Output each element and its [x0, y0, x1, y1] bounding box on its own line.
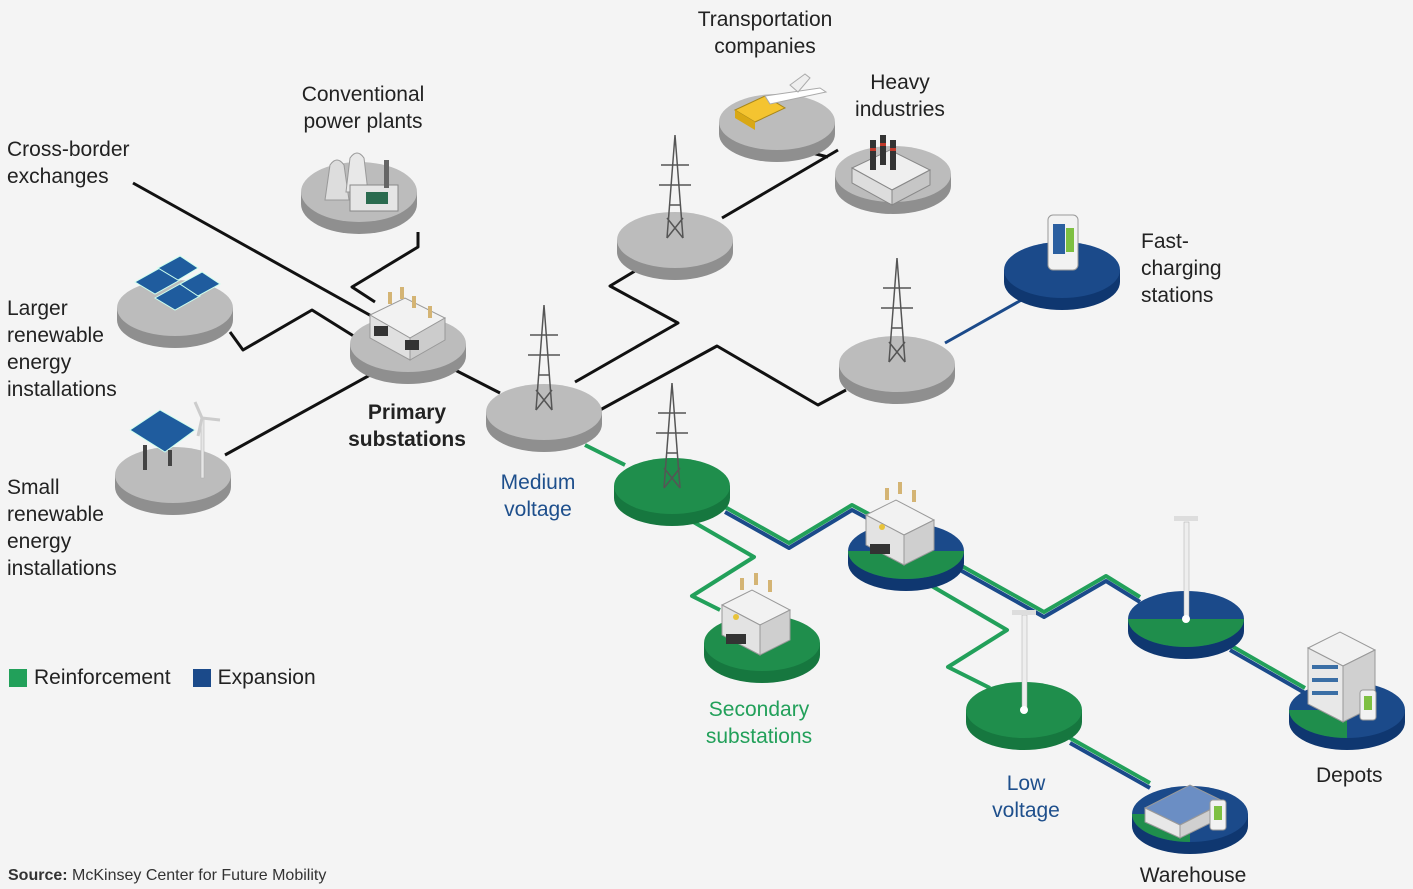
- legend-item-expansion: Expansion: [192, 666, 316, 690]
- source-prefix: Source:: [8, 867, 68, 884]
- disk-small-renewable: [115, 447, 231, 515]
- disk-green-tower: [614, 458, 730, 526]
- label-heavy: Heavy industries: [855, 71, 945, 121]
- legend-label-expansion: Expansion: [217, 666, 316, 689]
- mixed-substation-icon: [864, 482, 936, 566]
- line-green-mv-sub: [724, 503, 881, 545]
- source-text: McKinsey Center for Future Mobility: [67, 867, 327, 884]
- secondary-substation-icon: [720, 573, 792, 656]
- label-primary: Primary substations: [348, 401, 466, 451]
- label-conventional: Conventional power plants: [301, 83, 425, 133]
- line-small-renewable: [224, 373, 371, 457]
- line-larger-renewable: [228, 308, 361, 352]
- charging-station-icon: [1047, 214, 1079, 271]
- solar-wind-icon: [129, 401, 221, 479]
- disk-tower1: [617, 212, 733, 280]
- line-conventional: [350, 232, 420, 304]
- line-tower1-industries: [721, 148, 839, 220]
- line-lv-warehouse-green: [1069, 736, 1151, 785]
- depot-building-icon: [1306, 631, 1377, 723]
- line-primary-medium: [454, 368, 501, 395]
- line-green-secondary: [688, 518, 756, 612]
- line-sub-depots-green: [959, 563, 1142, 614]
- line-pole-depots-green: [1229, 643, 1306, 690]
- disk-tower2: [839, 336, 955, 404]
- line-medium-green: [584, 443, 626, 467]
- legend-swatch-expansion: [192, 669, 211, 687]
- disk-pole-mixed: [1128, 591, 1244, 659]
- colored-disks: [614, 242, 1405, 854]
- pole-icon: [1012, 516, 1198, 714]
- pylon-icon: [528, 134, 913, 489]
- truck-plane-icon: [733, 73, 828, 130]
- line-cross-border: [132, 181, 376, 320]
- source-note: Source: McKinsey Center for Future Mobil…: [8, 867, 326, 885]
- label-secondary: Secondary substations: [705, 698, 813, 748]
- label-medium: Medium voltage: [500, 471, 576, 521]
- label-cross-border: Cross-border exchanges: [7, 138, 130, 188]
- line-tower2-fastcharging: [944, 296, 1026, 345]
- legend-item-reinforcement: Reinforcement: [9, 666, 171, 690]
- warehouse-icon: [1143, 784, 1227, 839]
- cooling-towers-icon: [324, 152, 399, 212]
- label-larger-renewable: Larger renewable energy installations: [7, 297, 117, 401]
- line-pole-depots-blue: [1229, 648, 1306, 695]
- solar-panels-icon: [134, 255, 221, 311]
- legend-label-reinforcement: Reinforcement: [34, 666, 171, 689]
- line-sub-lv: [928, 583, 1009, 690]
- gray-disks: [115, 94, 955, 515]
- disk-medium: [486, 384, 602, 452]
- line-medium-tower2: [599, 344, 847, 412]
- line-lv-warehouse-blue: [1069, 741, 1151, 790]
- primary-substation-icon: [368, 287, 447, 361]
- legend-swatch-reinforcement: [9, 669, 27, 687]
- label-warehouse: Warehouse: [1139, 864, 1247, 887]
- line-medium-tower1: [574, 266, 680, 384]
- label-depots: Depots: [1316, 764, 1383, 787]
- disk-fast-charging: [1004, 242, 1120, 310]
- label-fast-charging: Fast- charging stations: [1141, 230, 1222, 307]
- label-low: Low voltage: [992, 772, 1060, 822]
- line-sub-depots-blue: [959, 568, 1142, 619]
- legend: Reinforcement Expansion: [9, 666, 338, 690]
- label-transportation: Transportation companies: [697, 8, 833, 58]
- label-small-renewable: Small renewable energy installations: [7, 476, 117, 580]
- factory-icon: [850, 135, 932, 206]
